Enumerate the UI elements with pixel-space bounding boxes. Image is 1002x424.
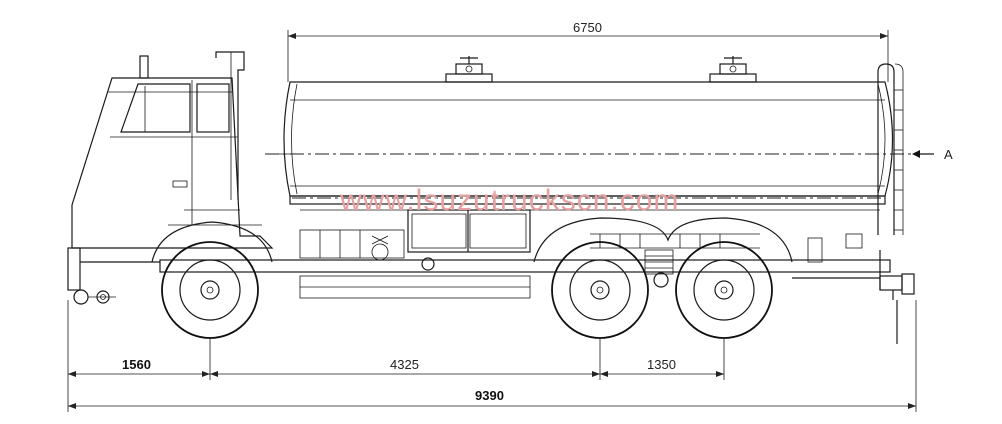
rear-ladder	[877, 63, 904, 235]
truck-cab	[71, 51, 274, 249]
roof-horn-icon	[139, 55, 149, 79]
front-wheel	[161, 241, 259, 339]
dimension-wheelbase-label: 4325	[390, 357, 419, 372]
rear-light-box	[845, 233, 863, 249]
dimension-rear-axle-spacing-label: 1350	[647, 357, 676, 372]
cab-door-window	[196, 83, 230, 133]
rear-wheel-1	[551, 241, 649, 339]
dimension-overall-length: 9390	[68, 388, 916, 409]
pump-equipment-box	[299, 209, 531, 271]
dimension-overall-length-label: 9390	[475, 388, 504, 403]
door-handle	[172, 180, 188, 188]
fire-extinguisher-icon	[807, 237, 823, 263]
front-bumper	[67, 247, 160, 305]
manhole-front	[445, 56, 493, 83]
axle-hub	[653, 272, 669, 288]
cab-front-window	[120, 83, 191, 133]
rear-wheel-2	[675, 241, 773, 339]
water-tank	[265, 81, 915, 211]
rear-outlet-pipe	[879, 273, 915, 344]
exhaust-stack	[215, 51, 245, 200]
section-marker: A	[912, 147, 953, 162]
manhole-rear	[709, 56, 757, 83]
dimension-chain: 1560 4325 1350	[68, 357, 724, 377]
watermark: www.lsuzutrucksсn.com	[339, 184, 679, 217]
rear-mudguard	[533, 217, 793, 263]
chassis-frame	[159, 259, 891, 299]
dimension-front-overhang-label: 1560	[122, 357, 151, 372]
front-mudguard	[151, 221, 273, 263]
section-marker-label: A	[944, 147, 953, 162]
dimension-tank-length-label: 6750	[573, 20, 602, 35]
rear-chassis-details	[590, 233, 881, 290]
dimension-tank-length: 6750	[287, 20, 889, 82]
